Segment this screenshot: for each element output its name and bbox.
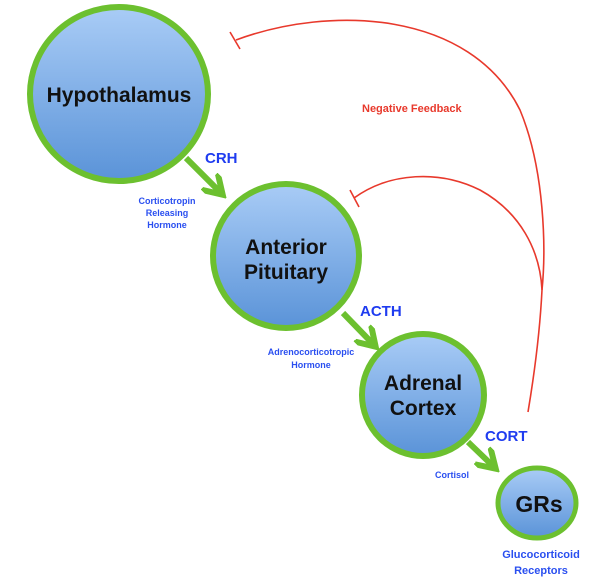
node-hypothalamus: Hypothalamus	[27, 4, 211, 184]
negative-feedback-inner-line	[353, 175, 543, 291]
cort-full: Cortisol	[435, 470, 469, 480]
crh-full-3: Hormone	[147, 220, 187, 230]
grs-label: GRs	[515, 491, 562, 517]
negative-feedback-outer-line	[235, 19, 545, 413]
crh-full-1: Corticotropin	[139, 196, 196, 206]
inhibition-bar-pituitary	[349, 189, 360, 208]
crh-arrow	[183, 155, 221, 193]
adrenal-cortex-label-1: Adrenal	[384, 372, 462, 395]
anterior-pituitary-label-1: Anterior	[245, 236, 327, 259]
node-adrenal-cortex: Adrenal Cortex	[359, 331, 487, 459]
node-anterior-pituitary: Anterior Pituitary	[210, 181, 362, 331]
hypothalamus-label: Hypothalamus	[47, 84, 192, 107]
negative-feedback-label: Negative Feedback	[362, 103, 463, 115]
cort-label: CORT	[485, 428, 528, 445]
anterior-pituitary-label-2: Pituitary	[244, 261, 328, 284]
acth-arrow	[340, 310, 374, 345]
cort-arrow	[465, 439, 494, 467]
inhibition-bar-hypothalamus	[229, 31, 241, 50]
adrenal-cortex-label-2: Cortex	[390, 397, 457, 420]
acth-full-2: Hormone	[291, 360, 331, 370]
grs-full-1: Glucocorticoid	[502, 549, 580, 561]
crh-label: CRH	[205, 150, 238, 167]
crh-full-2: Releasing	[146, 208, 189, 218]
acth-full-1: Adrenocorticotropic	[268, 347, 355, 357]
node-grs: GRs	[495, 465, 579, 541]
acth-label: ACTH	[360, 303, 402, 320]
grs-full-2: Receptors	[514, 565, 568, 577]
